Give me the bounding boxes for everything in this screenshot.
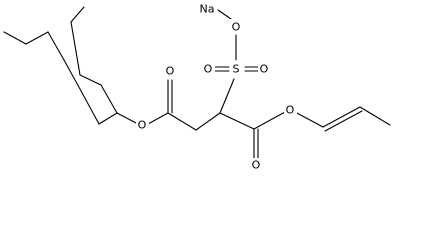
- bond: [167, 112, 197, 131]
- bond: [322, 106, 361, 128]
- atom-label-o: O: [138, 119, 147, 132]
- atom-o-ester-left: O: [136, 118, 149, 132]
- bond: [219, 78, 235, 114]
- atom-label-s: S: [233, 63, 240, 76]
- atom-o-s-left: O: [202, 62, 215, 76]
- atom-label-o: O: [286, 104, 295, 117]
- bond: [63, 59, 81, 90]
- bond: [217, 9, 232, 20]
- bond: [100, 84, 118, 114]
- atom-label-o: O: [252, 159, 261, 172]
- bond: [70, 6, 85, 23]
- atom-o-carbonyl-right: O: [249, 158, 262, 172]
- bond: [219, 112, 255, 130]
- atom-label-o: O: [232, 21, 241, 34]
- bond: [25, 31, 49, 45]
- atom-label-na: Na: [200, 3, 215, 16]
- atom-label-o: O: [204, 63, 213, 76]
- atom-labels: Na O S O O O O O: [136, 2, 297, 172]
- bond: [147, 112, 169, 125]
- atom-o-s-right: O: [258, 62, 271, 76]
- bond: [253, 111, 286, 130]
- atom-label-o: O: [166, 65, 175, 78]
- bond: [79, 88, 100, 125]
- atom-o-na: O: [229, 19, 243, 34]
- atom-na: Na: [199, 2, 217, 16]
- chemical-structure: Na O S O O O O O: [3, 2, 391, 172]
- bond: [324, 110, 363, 132]
- bond: [70, 21, 81, 76]
- atom-o-ester-right: O: [284, 103, 297, 117]
- atom-label-o: O: [260, 63, 269, 76]
- bond: [98, 112, 118, 125]
- bond: [195, 112, 221, 131]
- bond: [47, 31, 65, 61]
- bond: [3, 31, 27, 45]
- atom-o-carbonyl-left: O: [163, 64, 176, 78]
- bonds: [3, 6, 391, 159]
- bond: [294, 111, 324, 128]
- atom-s: S: [230, 62, 243, 76]
- bond: [359, 106, 391, 126]
- bond: [116, 112, 139, 125]
- bond: [79, 74, 102, 86]
